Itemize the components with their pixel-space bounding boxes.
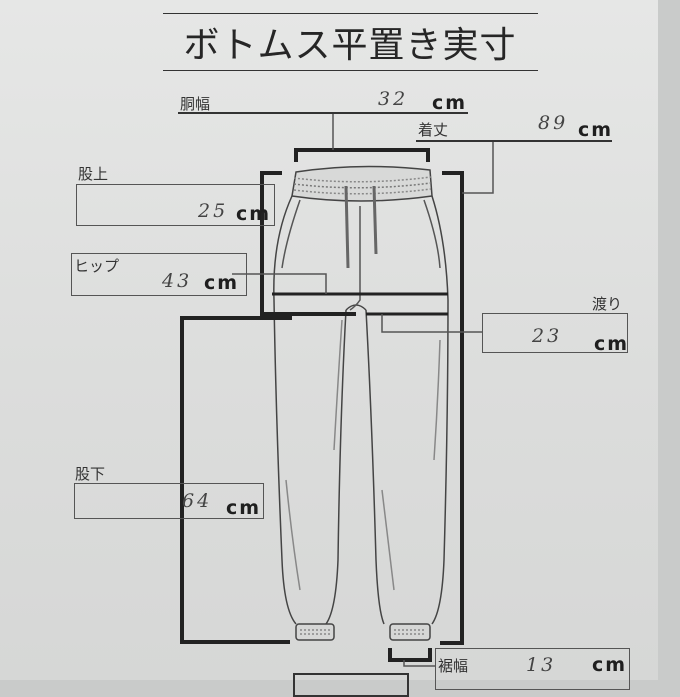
length-value: 89 [538, 112, 569, 134]
inseam-unit: cm [226, 497, 262, 519]
title-rule-top [163, 13, 538, 14]
hip-label: ヒップ [74, 257, 120, 275]
measurement-sheet: ボトムス平置き実寸 [0, 0, 658, 697]
waist-label: 胴幅 [180, 95, 211, 113]
hip-value: 43 [162, 270, 193, 292]
waist-unit: cm [432, 92, 468, 114]
waist-value: 32 [378, 88, 409, 110]
rise-unit: cm [236, 203, 272, 225]
rise-label: 股上 [78, 165, 109, 183]
cutoff-box [293, 673, 409, 697]
waist-underline [178, 112, 468, 114]
title-rule-bottom [163, 70, 538, 71]
hip-box [71, 253, 247, 296]
inseam-box [74, 483, 264, 519]
jogger-pants-icon [180, 112, 494, 667]
thigh-unit: cm [594, 333, 630, 355]
thigh-value: 23 [532, 325, 563, 347]
hem-label: 裾幅 [438, 657, 469, 675]
inseam-value: 64 [182, 490, 213, 512]
thigh-box [482, 313, 628, 353]
length-underline [416, 140, 612, 142]
hem-unit: cm [592, 654, 628, 676]
thigh-label: 渡り [592, 295, 623, 313]
rise-box [76, 184, 275, 226]
rise-value: 25 [198, 200, 229, 222]
hip-unit: cm [204, 272, 240, 294]
length-label: 着丈 [418, 121, 449, 139]
inseam-label: 股下 [75, 465, 106, 483]
hem-value: 13 [526, 654, 557, 676]
length-unit: cm [578, 119, 614, 141]
page-title: ボトムス平置き実寸 [183, 25, 517, 66]
